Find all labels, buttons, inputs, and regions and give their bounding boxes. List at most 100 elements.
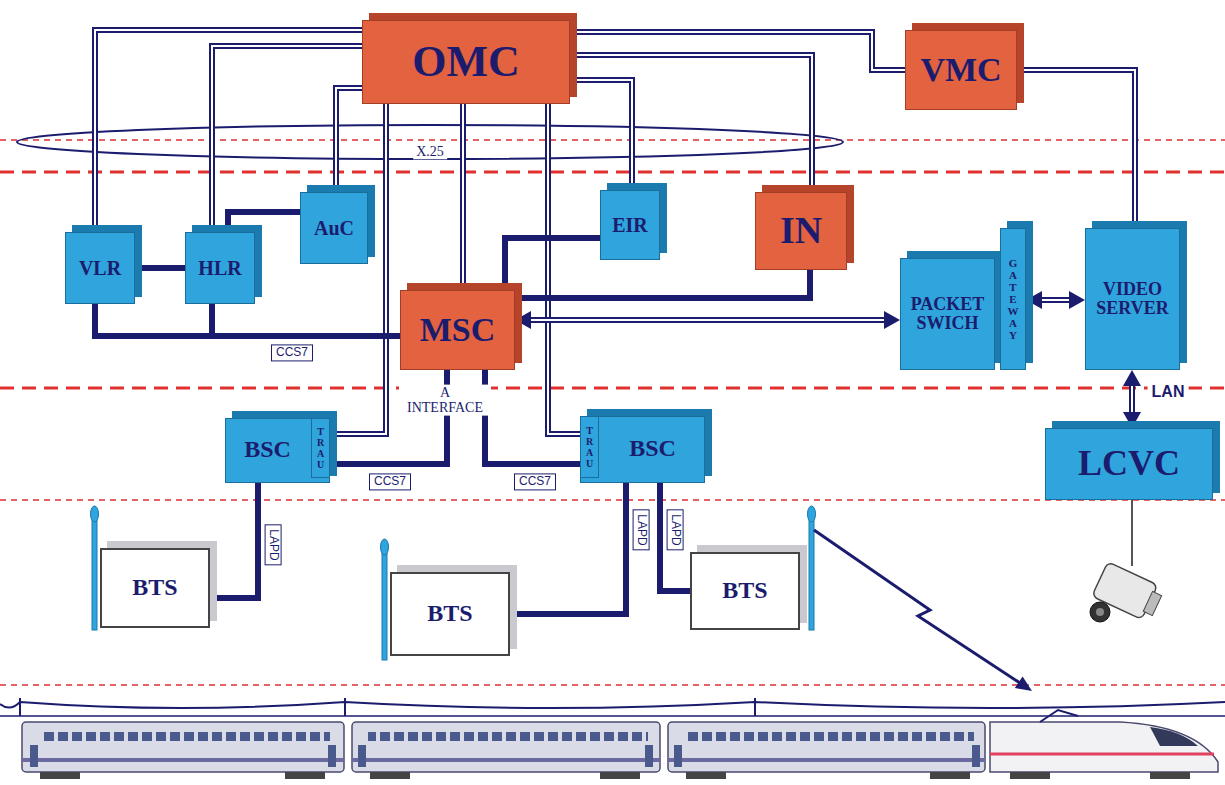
connector [1017,70,1135,228]
connector [336,88,362,192]
network-element-box: IN [755,192,847,270]
pipe-line [529,317,886,323]
connector [463,104,464,290]
trau-box: TRAU [311,418,330,478]
pipe-line [460,104,466,290]
signalling-line [510,483,626,615]
connector [515,270,810,298]
network-element-box: BTS [390,572,510,656]
connector [1123,370,1141,428]
pipe-line-core [570,32,905,70]
arrow-head [884,311,900,329]
node-label: IN [760,211,842,251]
signalling-line [210,483,258,599]
signalling-line [485,370,580,464]
level-divider [0,499,1225,501]
network-element-box: LCVC [1045,428,1213,500]
network-element-box: BSC TRAU [225,418,330,483]
edge-label: LAN [1148,382,1189,402]
edge-label: CCS7 [271,344,313,361]
connector [515,311,900,329]
pipe-line [1017,70,1135,228]
connector [330,104,386,434]
network-element-box: AuC [300,192,368,264]
train [0,698,1225,779]
connector [212,304,400,336]
pipe-line-core [529,319,886,321]
edge-label: LAPD [264,524,281,565]
signalling-line [135,265,185,271]
pipe-line-core [462,104,464,290]
signalling-line [95,304,400,336]
node-label: TRAU [585,425,595,469]
connector [570,32,905,70]
pipe-line [570,55,812,192]
x25-bus-ellipse [17,125,843,159]
pipe-line [570,80,632,190]
node-label: TRAU [316,426,326,470]
pipe-line-core [1040,299,1071,301]
arrow-head [1123,370,1141,386]
node-label: BTS [396,601,504,626]
connector [570,80,632,190]
pipe-line-core [548,104,580,434]
connector [135,268,185,269]
arrow-head [1026,291,1042,309]
signalling-line [660,483,690,592]
pipe-line [548,104,580,434]
connector [228,212,300,232]
arrow-head [515,311,531,329]
pipe-line [336,88,362,192]
pipe-line [330,104,386,434]
pipe-line-core [336,88,362,192]
connector [570,55,812,192]
pipe-line-core [1131,384,1133,414]
connector [548,104,580,434]
antenna [91,506,816,660]
edge-label: CCS7 [369,473,411,490]
connector [485,370,580,464]
node-label: PACKET SWICH [905,295,990,333]
node-label: VIDEO SERVER [1090,280,1175,318]
network-element-box: BTS [690,552,800,630]
radio-link-arrow [814,530,1032,691]
connector [510,483,626,615]
node-label: BSC [605,436,700,461]
level-divider [0,684,1225,686]
trau-box: TRAU [580,416,599,478]
connector [210,483,258,599]
node-label: LCVC [1050,445,1208,483]
pipe-line-core [570,80,632,190]
arrow-head [1123,412,1141,428]
network-element-box: HLR [185,232,255,304]
node-label: OMC [367,39,565,85]
network-element-box: VLR [65,232,135,304]
connector [1026,291,1085,309]
network-element-box: MSC [400,290,515,370]
pipe-line-core [330,104,386,434]
pipe-line-core [570,55,812,192]
node-label: AuC [305,218,363,239]
network-element-box: PACKET SWICH [900,258,995,370]
connector [505,238,600,290]
network-element-box: OMC [362,20,570,104]
signalling-line [228,212,300,232]
network-element-box: VMC [905,30,1017,110]
network-element-box: VIDEO SERVER [1085,228,1180,370]
level-divider [0,139,1225,141]
signalling-line [212,304,400,336]
edge-label: LAPD [632,509,649,550]
network-element-box: GATEWAY [1000,228,1026,370]
edge-label: LAPD [666,509,683,550]
node-label: BSC [230,437,305,462]
level-divider [0,171,1225,174]
camera [1090,500,1165,623]
network-element-box: BTS [100,548,210,628]
signalling-line [505,238,600,290]
connector [660,483,690,592]
annotation-label: X.25 [413,144,447,159]
node-label: BTS [106,575,204,600]
node-label: VMC [910,52,1012,88]
